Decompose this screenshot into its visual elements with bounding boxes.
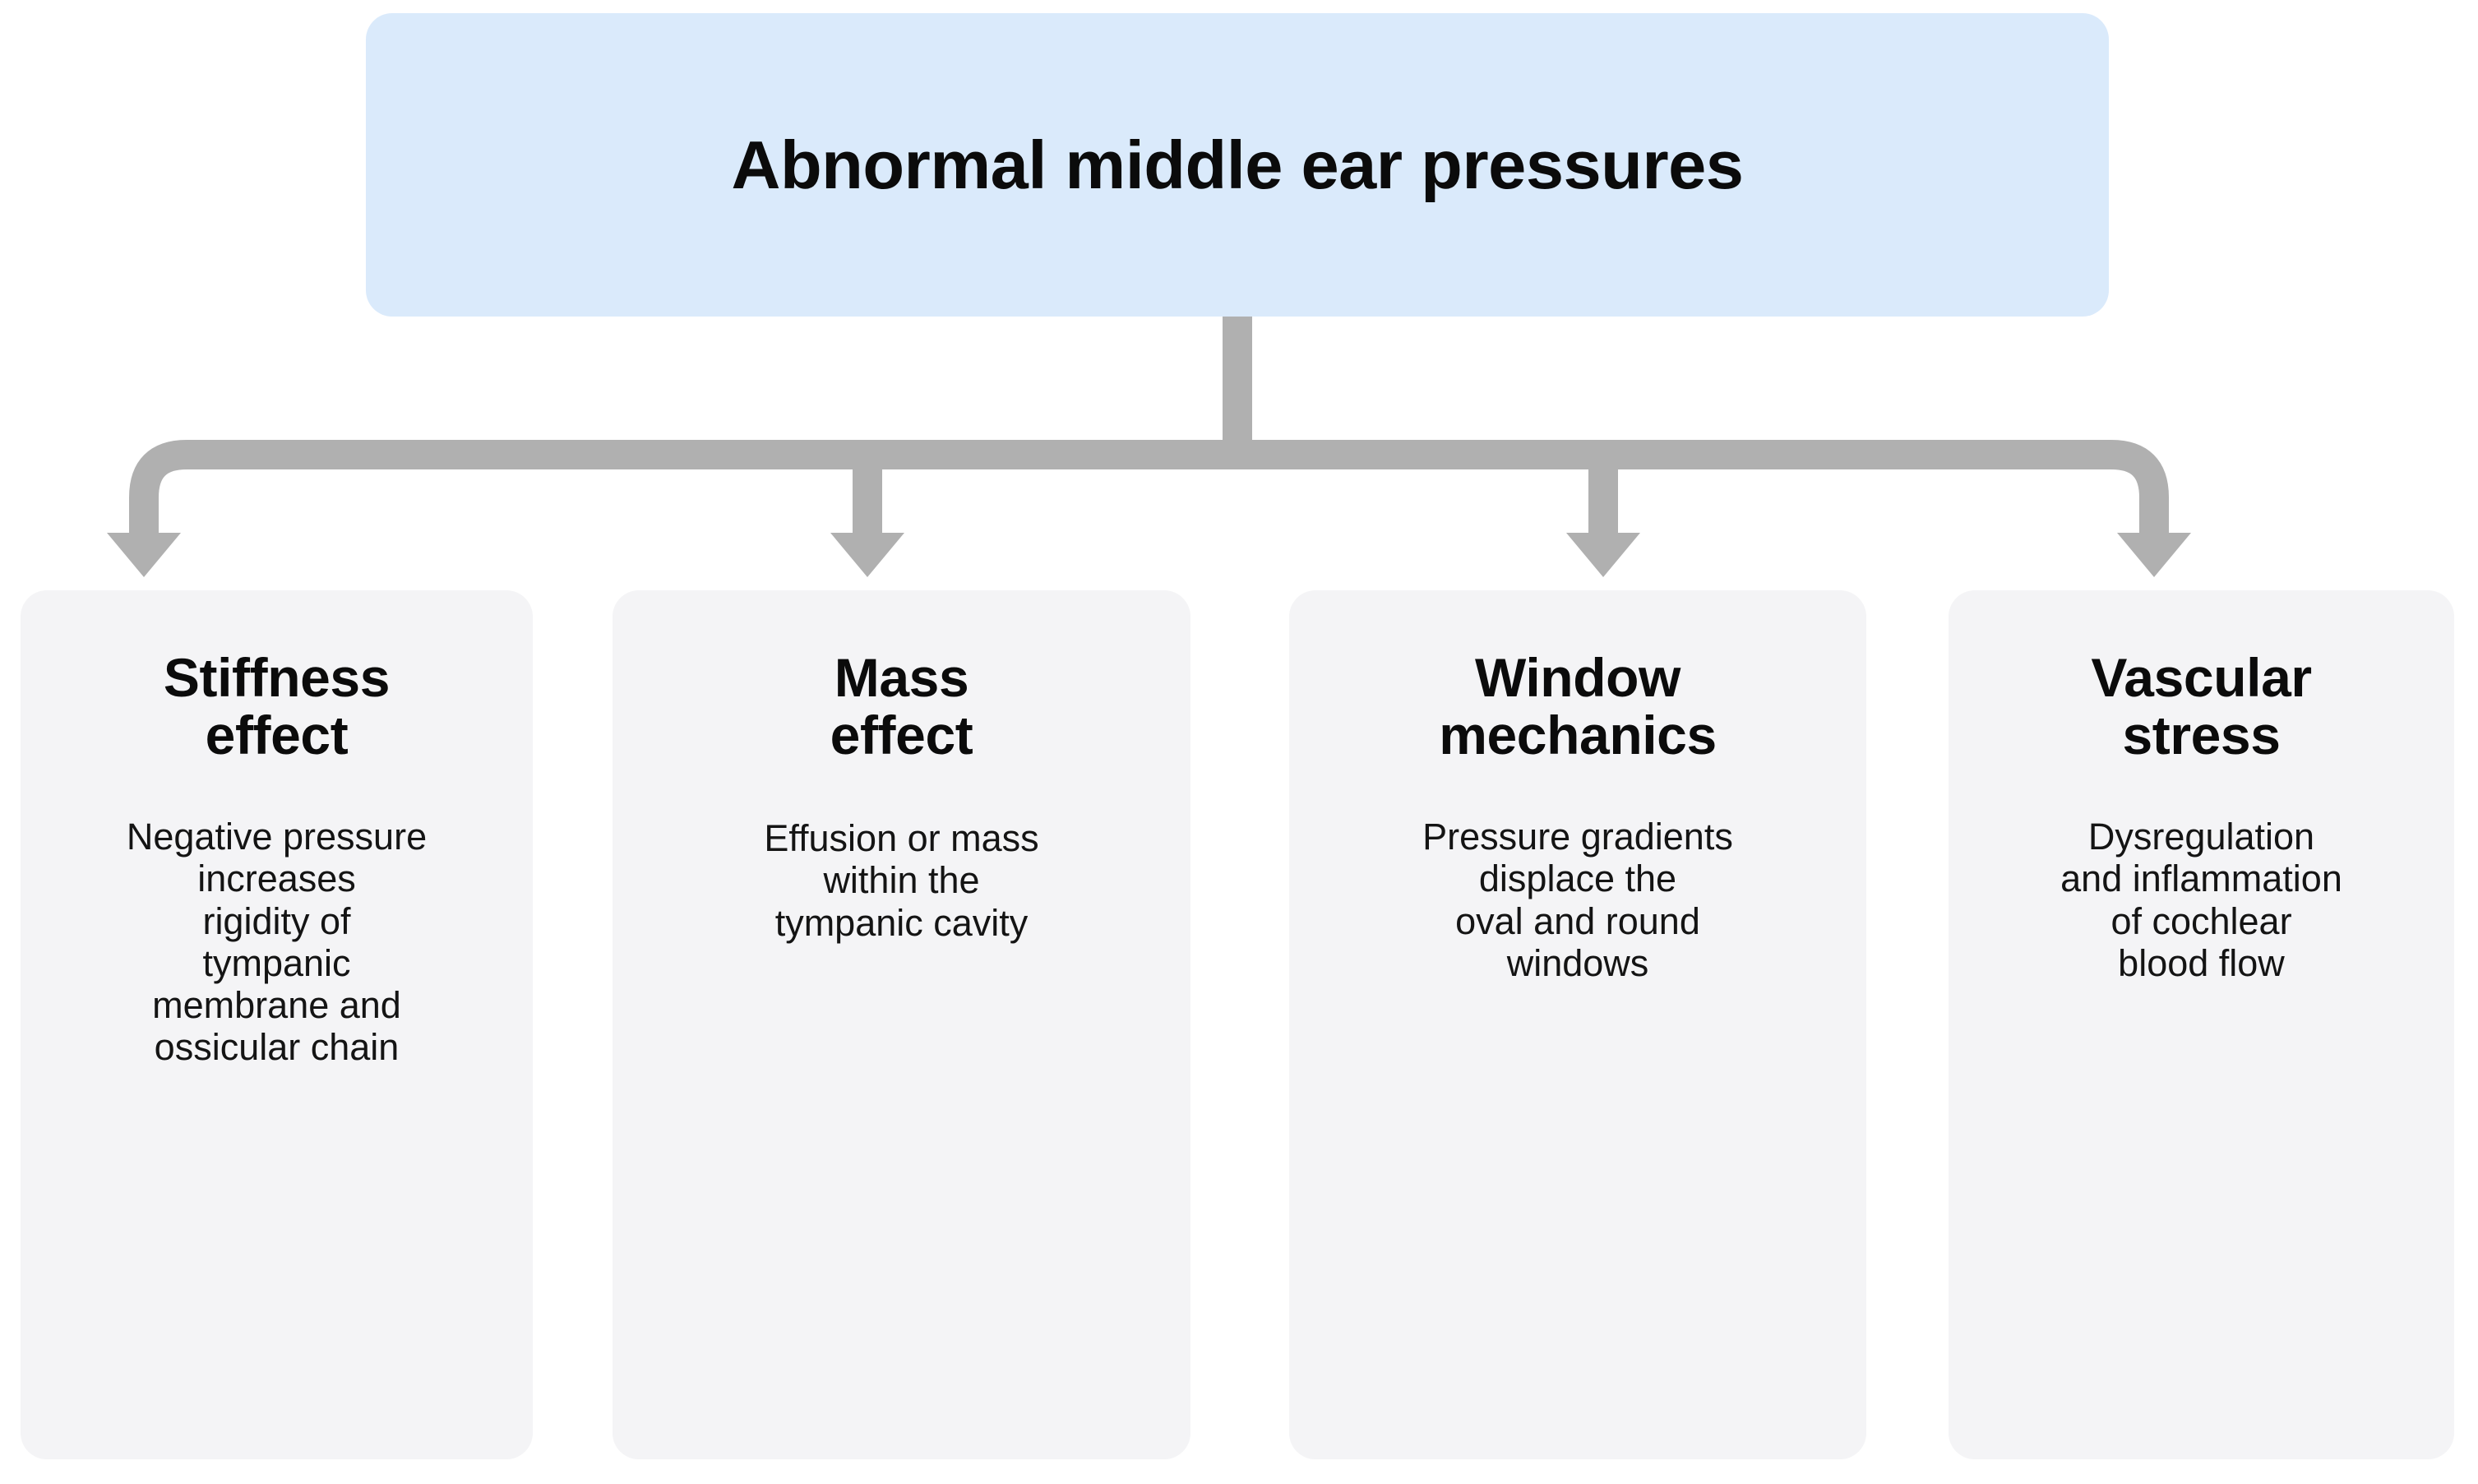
root-node[interactable]: Abnormal middle ear pressures	[366, 13, 2109, 317]
child-card-title: Stiffness effect	[163, 647, 391, 765]
child-card-body: Dysregulation and inflammation of cochle…	[2060, 815, 2342, 984]
child-card-window-mechanics[interactable]: Window mechanics Pressure gradients disp…	[1289, 590, 1866, 1459]
child-card-vascular-stress[interactable]: Vascular stress Dysregulation and inflam…	[1949, 590, 2454, 1459]
child-card-body: Negative pressure increases rigidity of …	[126, 815, 428, 1069]
connector-bus	[129, 440, 2169, 539]
child-card-stiffness-effect[interactable]: Stiffness effect Negative pressure incre…	[21, 590, 533, 1459]
arrowhead-4	[2117, 533, 2191, 577]
arrowhead-1	[107, 533, 181, 577]
arrowhead-2	[830, 533, 904, 577]
child-card-title: Mass effect	[830, 647, 973, 765]
child-card-title: Vascular stress	[2091, 647, 2312, 765]
child-card-body: Effusion or mass within the tympanic cav…	[764, 816, 1039, 944]
root-node-title: Abnormal middle ear pressures	[731, 126, 1744, 203]
child-card-mass-effect[interactable]: Mass effect Effusion or mass within the …	[613, 590, 1190, 1459]
child-card-title: Window mechanics	[1439, 647, 1717, 765]
child-card-body: Pressure gradients displace the oval and…	[1422, 815, 1733, 984]
arrowhead-3	[1566, 533, 1640, 577]
